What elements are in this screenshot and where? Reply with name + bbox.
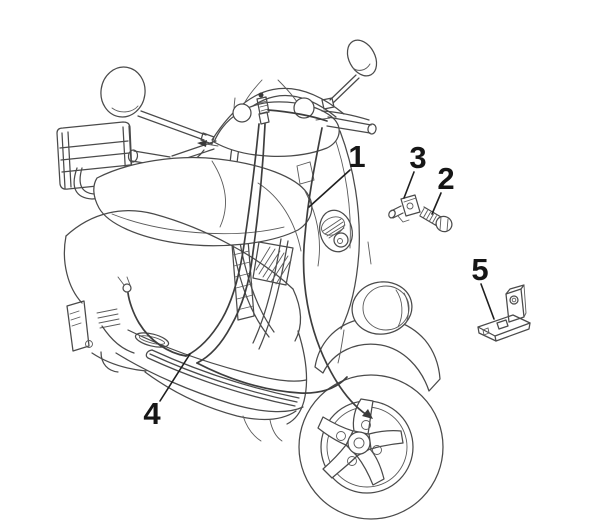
- leader-line-2: [431, 192, 442, 215]
- floorboard: [115, 329, 307, 442]
- wheel-hub: [347, 431, 371, 455]
- wheel-spokes: [317, 398, 404, 486]
- callout-label-5: 5: [471, 252, 488, 287]
- part-bracket: [477, 284, 531, 342]
- leader-line-3: [403, 171, 415, 199]
- callout-label-1: 1: [348, 139, 365, 174]
- right-mirror: [321, 39, 378, 110]
- harness-connector: [256, 92, 270, 125]
- callout-label-2: 2: [437, 161, 454, 196]
- part-screw: [419, 206, 453, 233]
- cable-harness: [117, 109, 373, 419]
- hatched-panel: [252, 241, 294, 286]
- harness-plug: [122, 283, 132, 293]
- front-fender: [314, 317, 441, 392]
- part-clamp: [388, 194, 421, 223]
- right-instrument-pod: [293, 97, 315, 119]
- callout-label-3: 3: [409, 140, 426, 175]
- leader-line-1: [308, 169, 351, 208]
- callouts: 1 2 3 4 5: [143, 139, 495, 431]
- scooter-illustration: [56, 39, 444, 520]
- cable-arrow-left: [197, 140, 207, 147]
- leader-line-5: [480, 283, 495, 320]
- badge: [296, 161, 315, 185]
- rear-cowl: [66, 300, 147, 373]
- seat-and-body: [63, 156, 320, 373]
- cable-arrow-hub: [362, 409, 373, 419]
- leader-line-4: [159, 353, 191, 402]
- front-wheel: [298, 374, 444, 520]
- left-mirror: [100, 66, 215, 145]
- ignition-switch: [333, 232, 349, 248]
- left-instrument-pod: [232, 103, 252, 123]
- handlebar-assembly: [127, 92, 377, 171]
- callout-label-4: 4: [143, 396, 161, 431]
- floor-rail-trim: [145, 349, 300, 407]
- floor-slot: [134, 332, 170, 348]
- horn-grille: [319, 209, 353, 253]
- headlight: [351, 281, 413, 335]
